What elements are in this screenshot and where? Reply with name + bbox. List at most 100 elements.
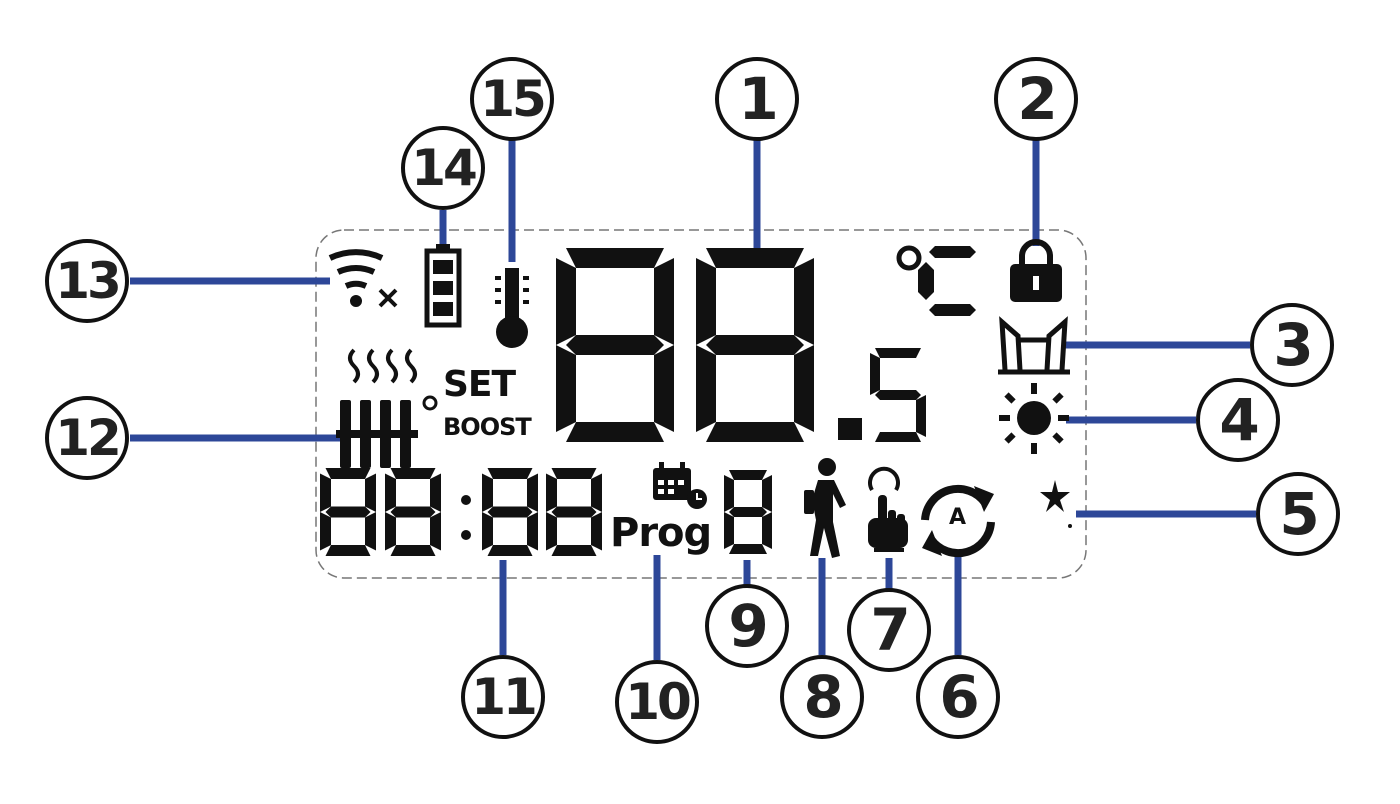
callout-9: 9: [705, 584, 789, 668]
callout-10: 10: [615, 660, 699, 744]
segment-e: [320, 512, 331, 551]
callout-7: 7: [847, 588, 931, 672]
c-segment-top: [929, 246, 976, 258]
segment-c: [527, 512, 538, 551]
segment-c: [916, 395, 926, 437]
c-segment-side: [918, 262, 934, 300]
segment-e: [385, 512, 396, 551]
segment-a: [487, 468, 533, 479]
segment-d: [875, 432, 921, 442]
set-label: SET: [443, 364, 516, 405]
segment-d: [706, 422, 804, 442]
segment-g: [390, 506, 436, 518]
segment-f: [320, 473, 331, 512]
segment-g: [551, 506, 597, 518]
auto-mode-letter: A: [949, 505, 967, 530]
segment-c: [762, 512, 772, 549]
clock-digit-4: [546, 468, 602, 556]
callout-6: 6: [916, 655, 1000, 739]
segment-a: [566, 248, 664, 268]
segment-d: [487, 545, 533, 556]
main-temperature-digits: [556, 248, 926, 442]
clock-digit-2: [385, 468, 441, 556]
segment-d: [566, 422, 664, 442]
heating-radiator-icon: [336, 348, 438, 468]
segment-e: [556, 345, 576, 432]
clock-digit-3: [482, 468, 538, 556]
segment-b: [430, 473, 441, 512]
manual-hand-icon: [868, 466, 908, 552]
segment-d: [390, 545, 436, 556]
segment-f: [556, 258, 576, 345]
segment-f: [385, 473, 396, 512]
segment-e: [546, 512, 557, 551]
callout-15: 15: [470, 57, 554, 141]
window-open-icon: [998, 316, 1070, 375]
segment-d: [325, 545, 371, 556]
segment-g: [729, 507, 767, 517]
calendar-clock-icon: [653, 462, 707, 509]
decimal-point: [838, 418, 862, 440]
segment-b: [762, 475, 772, 512]
segment-g: [487, 506, 533, 518]
callout-11: 11: [461, 655, 545, 739]
callout-13: 13: [45, 239, 129, 323]
segment-a: [390, 468, 436, 479]
segment-f: [696, 258, 716, 345]
callout-12: 12: [45, 396, 129, 480]
main-digit-2: [696, 248, 814, 442]
leader-lines: [130, 140, 1256, 660]
segment-a: [706, 248, 804, 268]
clock-colon-top: [461, 495, 471, 505]
callout-3: 3: [1250, 303, 1334, 387]
segment-a: [325, 468, 371, 479]
comfort-sun-icon: [999, 383, 1069, 454]
callout-5: 5: [1256, 472, 1340, 556]
segment-e: [696, 345, 716, 432]
callout-1: 1: [715, 57, 799, 141]
segment-b: [591, 473, 602, 512]
celsius-indicator: [896, 245, 976, 316]
program-number-digit: [724, 470, 772, 554]
callout-4: 4: [1196, 378, 1280, 462]
segment-b: [794, 258, 814, 345]
eco-moon-icon: [1025, 480, 1076, 554]
segment-f: [546, 473, 557, 512]
segment-c: [430, 512, 441, 551]
segment-g: [875, 390, 921, 400]
clock-digit-1: [320, 468, 376, 556]
segment-a: [551, 468, 597, 479]
segment-g: [325, 506, 371, 518]
lock-icon: [1010, 239, 1062, 302]
boost-label: BOOST: [443, 413, 532, 441]
main-digit-1: [556, 248, 674, 442]
away-walking-icon: [804, 458, 846, 558]
segment-c: [794, 345, 814, 432]
segment-c: [591, 512, 602, 551]
segment-a: [729, 470, 767, 480]
decimal-digit: [870, 348, 926, 442]
segment-g: [706, 335, 804, 355]
callout-2: 2: [994, 57, 1078, 141]
clock-digits: [320, 468, 772, 556]
segment-a: [875, 348, 921, 358]
segment-c: [365, 512, 376, 551]
c-segment-bottom: [929, 304, 976, 316]
degree-icon: [896, 245, 922, 271]
segment-f: [870, 353, 880, 395]
lcd-panel-outline: [315, 229, 1087, 579]
segment-f: [724, 475, 734, 512]
segment-b: [654, 258, 674, 345]
battery-icon: [424, 244, 462, 328]
segment-e: [724, 512, 734, 549]
segment-b: [365, 473, 376, 512]
segment-d: [551, 545, 597, 556]
prog-label: Prog: [610, 510, 712, 556]
segment-d: [729, 544, 767, 554]
segment-f: [482, 473, 493, 512]
wifi-off-icon: [328, 249, 398, 308]
segment-e: [482, 512, 493, 551]
segment-c: [654, 345, 674, 432]
